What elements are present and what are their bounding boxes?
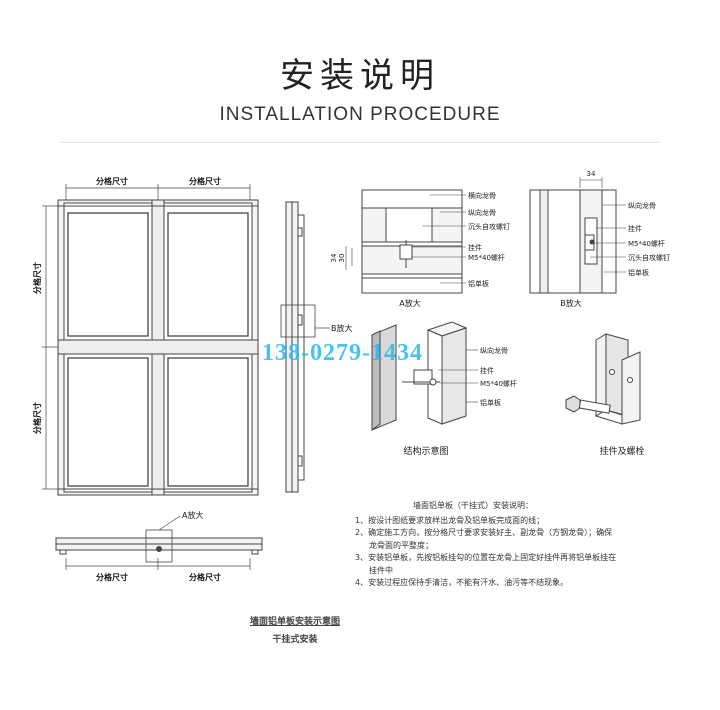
- hardware-drawing: [565, 333, 641, 425]
- detail-a-label-4: 挂件: [468, 243, 482, 252]
- detail-b-label-5: 铝单板: [628, 268, 649, 277]
- detail-a-drawing: [361, 189, 463, 294]
- notes-item: 1、按设计图纸要求放样出龙骨及铝单板完成面的线；: [355, 515, 545, 525]
- front-dims: [42, 184, 251, 570]
- detail-b-leaders: [579, 177, 626, 273]
- dim-bottom-left: 分格尺寸: [96, 572, 128, 582]
- install-notes: 墙面铝单板（干挂式）安装说明： 1、按设计图纸要求放样出龙骨及铝单板完成面的线；…: [355, 500, 685, 590]
- dim-top-right: 分格尺寸: [189, 176, 221, 186]
- structure-label-4: 铝单板: [480, 398, 501, 407]
- notes-item: 3、安装铝单板，先按铝板挂勾的位置在龙骨上固定好挂件再将铝单板挂在: [355, 553, 617, 562]
- notes-item: 2、确定施工方向，按分格尺寸要求安装好主、副龙骨（方钢龙骨）；确保: [355, 528, 613, 537]
- page-subtitle: INSTALLATION PROCEDURE: [219, 104, 501, 125]
- detail-b-drawing: [529, 189, 617, 294]
- front-view-panel: [57, 199, 259, 496]
- structure-leaders: [438, 349, 478, 403]
- callout-b: B放大: [331, 323, 353, 333]
- detail-a-caption: A放大: [399, 298, 420, 308]
- notes-title: 墙面铝单板（干挂式）安装说明：: [413, 501, 533, 510]
- detail-a-dim-inner: 30: [338, 254, 346, 263]
- structure-label-1: 纵向龙骨: [480, 346, 508, 355]
- detail-a-label-5: M5*40螺杆: [468, 253, 505, 262]
- callout-a: A放大: [182, 510, 203, 520]
- dim-left-bottom: 分格尺寸: [32, 402, 42, 434]
- detail-a-leaders: [345, 194, 466, 284]
- detail-b-caption: B放大: [560, 298, 582, 308]
- structure-drawing: [371, 321, 468, 431]
- detail-b-dim: 34: [587, 170, 596, 178]
- notes-item: 4、安装过程应保持手清洁，不能有汗水、油污等不结现象。: [355, 578, 569, 587]
- bottom-caption-title: 墙面铝单板安装示意图: [249, 617, 340, 627]
- plan-view: [55, 529, 263, 563]
- dim-top-left: 分格尺寸: [96, 176, 128, 186]
- structure-caption: 结构示意图: [403, 445, 448, 457]
- notes-item: 挂件中: [369, 565, 393, 575]
- detail-a-label-3: 沉头自攻螺钉: [468, 222, 510, 231]
- detail-b-label-1: 纵向龙骨: [628, 201, 656, 210]
- dim-left-top: 分格尺寸: [32, 262, 42, 294]
- side-view: [280, 201, 316, 493]
- detail-b-label-2: 挂件: [628, 224, 642, 233]
- detail-b-label-4: 沉头自攻螺钉: [628, 253, 670, 262]
- bottom-caption-sub: 干挂式安装: [272, 635, 318, 645]
- detail-a-dim-outer: 34: [330, 253, 338, 262]
- detail-a-label-6: 铝单板: [468, 279, 489, 288]
- title-divider: [60, 142, 660, 143]
- phone-watermark: 138-0279-1434: [262, 340, 423, 366]
- hardware-caption: 挂件及螺栓: [599, 445, 644, 457]
- detail-a-label-1: 横向龙骨: [468, 191, 496, 200]
- dim-bottom-right: 分格尺寸: [189, 572, 221, 582]
- detail-a-label-2: 纵向龙骨: [468, 208, 496, 217]
- structure-label-3: M5*40螺杆: [480, 379, 517, 388]
- page-title: 安装说明: [280, 56, 440, 96]
- detail-b-label-3: M5*40螺杆: [628, 239, 665, 248]
- structure-label-2: 挂件: [480, 366, 494, 375]
- notes-item: 龙骨面的平整度；: [369, 540, 433, 550]
